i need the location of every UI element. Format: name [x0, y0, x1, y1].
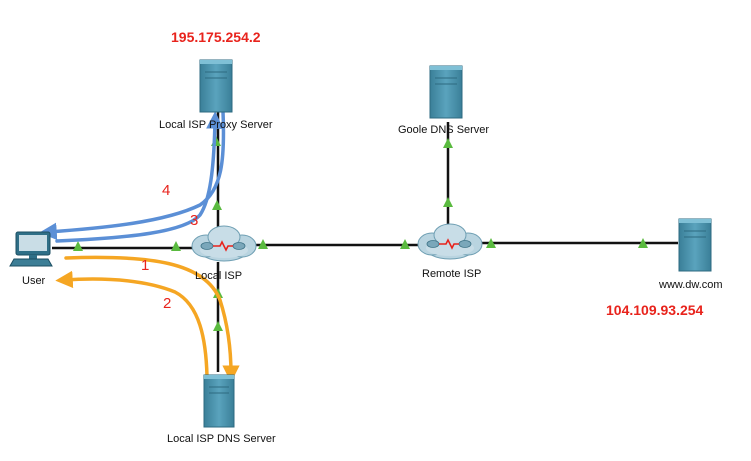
step-2-label: 2 [163, 295, 172, 312]
port-up-icon [638, 238, 648, 248]
local-isp-cloud-icon[interactable] [191, 225, 257, 262]
proxy-server-label: Local ISP Proxy Server [159, 119, 273, 131]
user-pc-icon[interactable] [9, 231, 53, 267]
proxy-flow [39, 110, 226, 243]
flow-arrow-4 [39, 110, 226, 241]
flow-arrow-1 [64, 255, 240, 383]
step-1-label: 1 [141, 257, 150, 274]
remote-isp-label: Remote ISP [422, 268, 482, 280]
server-local-dns-icon[interactable] [203, 374, 235, 428]
step-4-label: 4 [162, 182, 171, 199]
port-up-icon [213, 321, 223, 331]
dns-flow [55, 255, 240, 383]
server-proxy-icon[interactable] [199, 59, 233, 113]
server-web-icon[interactable] [678, 218, 712, 272]
flow-arrow-2 [55, 270, 209, 378]
local-dns-label: Local ISP DNS Server [167, 433, 276, 445]
step-3-label: 3 [190, 212, 199, 229]
port-up-icon [486, 238, 496, 248]
google-dns-label: Goole DNS Server [398, 124, 490, 136]
user-label: User [22, 275, 46, 287]
port-up-icon [171, 241, 181, 251]
local-isp-label: Local ISP [195, 270, 243, 282]
links [52, 112, 678, 372]
port-up-icon [212, 200, 222, 210]
flow-arrow-3 [55, 111, 224, 243]
web-server-label: www.dw.com [659, 279, 723, 291]
port-up-icon [400, 239, 410, 249]
web-ip-label: 104.109.93.254 [606, 302, 704, 318]
port-up-icon [443, 138, 453, 148]
port-up-icon [73, 241, 83, 251]
port-indicators [73, 136, 648, 331]
port-up-icon [258, 239, 268, 249]
server-google-dns-icon[interactable] [429, 65, 463, 119]
proxy-ip-label: 195.175.254.2 [171, 29, 261, 45]
port-up-icon [443, 197, 453, 207]
remote-isp-cloud-icon[interactable] [417, 223, 483, 260]
